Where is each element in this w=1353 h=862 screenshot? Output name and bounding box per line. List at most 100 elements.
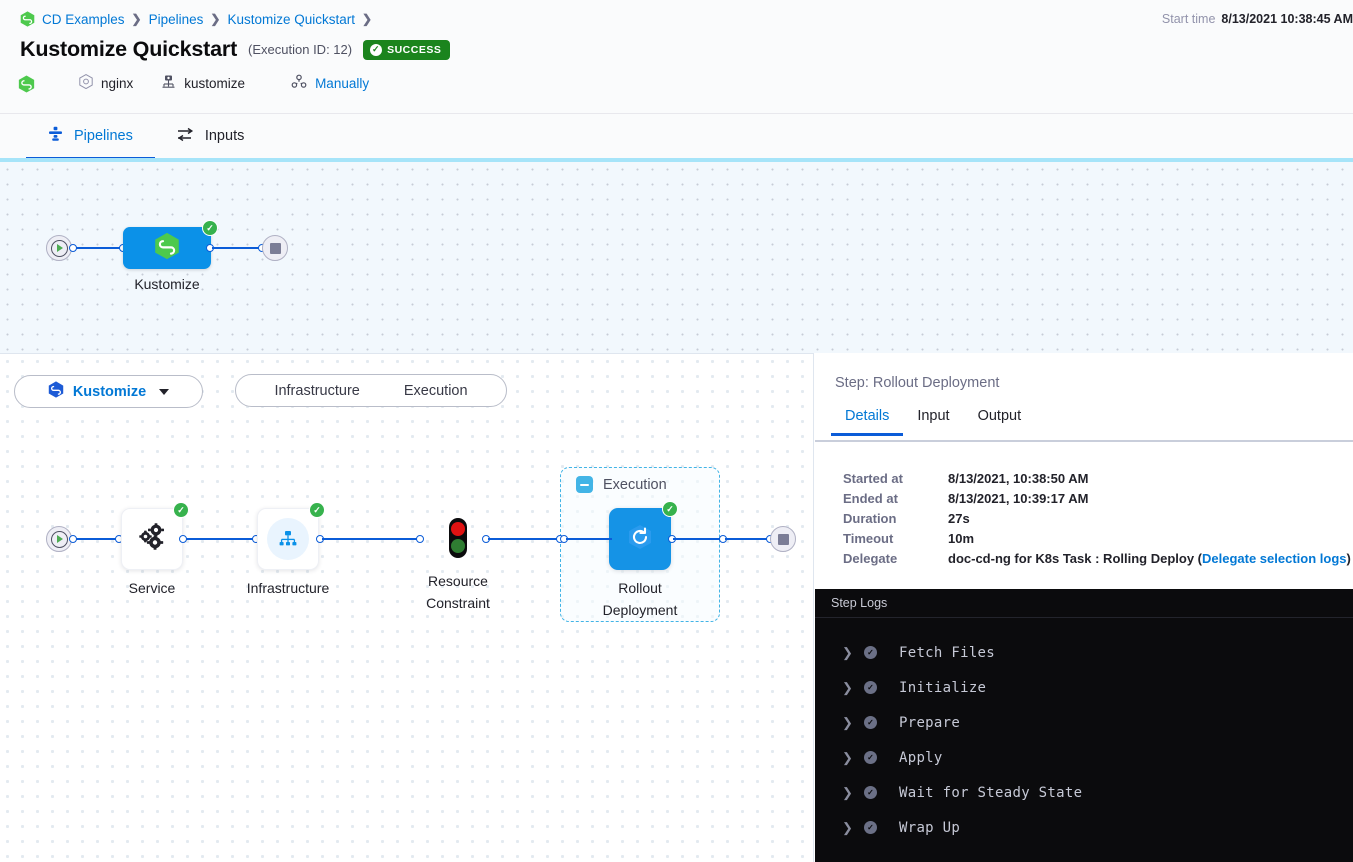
step-node-service[interactable]: ✓ [121, 502, 189, 570]
edge [322, 538, 419, 540]
edge [673, 538, 723, 540]
tab-input[interactable]: Input [917, 408, 950, 424]
status-success-icon: ✓ [173, 502, 189, 518]
chevron-right-icon: ❯ [362, 12, 373, 26]
execution-id: (Execution ID: 12) [248, 42, 353, 57]
step-details-tabs: Details Input Output [831, 408, 1035, 436]
end-node[interactable] [262, 235, 288, 261]
step-logs-list: ❯ ✓ Fetch Files ❯ ✓ Initialize ❯ ✓ Prepa… [815, 618, 1353, 845]
step-details-panel: Step: Rollout Deployment Details Input O… [815, 354, 1353, 589]
infrastructure-meta: kustomize [161, 74, 245, 92]
log-row[interactable]: ❯ ✓ Fetch Files [815, 635, 1353, 670]
artifact-name: nginx [101, 75, 134, 91]
status-success-icon: ✓ [864, 786, 877, 799]
pipeline-icon [48, 126, 63, 146]
stage-section-toggle[interactable]: Infrastructure Execution [235, 374, 507, 407]
execution-group-title: Execution [603, 476, 667, 493]
main-tabs: Pipelines Inputs [0, 114, 1353, 160]
infrastructure-name: kustomize [184, 75, 246, 91]
page-title: Kustomize Quickstart [20, 37, 238, 61]
tab-pipelines-label: Pipelines [74, 128, 133, 144]
chevron-right-icon[interactable]: ❯ [842, 819, 853, 835]
delegate-selection-logs-link[interactable]: Delegate selection logs [1202, 551, 1347, 566]
field-value: 8/13/2021, 10:39:17 AM [948, 491, 1089, 506]
tab-output[interactable]: Output [977, 408, 1022, 424]
segment-execution[interactable]: Execution [403, 382, 468, 399]
breadcrumb-item-cd-examples[interactable]: CD Examples [42, 11, 125, 27]
log-row[interactable]: ❯ ✓ Prepare [815, 705, 1353, 740]
start-node[interactable] [46, 526, 72, 552]
field-value: doc-cd-ng for K8s Task : Rolling Deploy … [948, 551, 1202, 566]
log-row-label: Wrap Up [899, 819, 961, 836]
status-success-icon: ✓ [864, 751, 877, 764]
trigger-name[interactable]: Manually [315, 75, 370, 91]
field-started-at: Started at 8/13/2021, 10:38:50 AM [843, 469, 1353, 489]
pipeline-stage-label: Kustomize [134, 276, 200, 292]
play-icon [57, 244, 63, 252]
trigger-meta[interactable]: Manually [291, 74, 369, 92]
stage-selector-label: Kustomize [72, 383, 147, 400]
execution-canvas[interactable]: Execution [0, 353, 814, 862]
chevron-right-icon[interactable]: ❯ [842, 784, 853, 800]
log-row[interactable]: ❯ ✓ Wait for Steady State [815, 775, 1353, 810]
step-node-resource-constraint[interactable] [445, 516, 471, 567]
field-timeout: Timeout 10m [843, 529, 1353, 549]
chevron-down-icon[interactable] [159, 388, 170, 395]
status-badge-label: SUCCESS [387, 43, 442, 56]
field-value: 10m [948, 531, 975, 546]
log-row-label: Fetch Files [899, 644, 996, 661]
field-delegate: Delegate doc-cd-ng for K8s Task : Rollin… [843, 549, 1353, 569]
collapse-minus-icon[interactable] [576, 476, 593, 493]
end-node[interactable] [770, 526, 796, 552]
title-row: Kustomize Quickstart (Execution ID: 12) … [20, 37, 451, 62]
step-logs-title: Step Logs [815, 589, 1353, 618]
breadcrumb-item-kustomize-quickstart[interactable]: Kustomize Quickstart [227, 11, 355, 27]
field-value-tail: ) [1346, 551, 1351, 566]
service-gears-icon [136, 522, 168, 557]
status-success-icon: ✓ [864, 716, 877, 729]
pipeline-canvas[interactable]: ✓ Kustomize [0, 158, 1353, 353]
field-key: Timeout [843, 531, 894, 546]
chevron-right-icon[interactable]: ❯ [842, 714, 853, 730]
step-details-fields: Started at 8/13/2021, 10:38:50 AM Ended … [843, 469, 1353, 569]
tab-details[interactable]: Details [831, 408, 904, 436]
log-row[interactable]: ❯ ✓ Initialize [815, 670, 1353, 705]
log-row-label: Initialize [899, 679, 987, 696]
status-success-icon: ✓ [309, 502, 325, 518]
status-success-icon: ✓ [662, 501, 678, 517]
chevron-right-icon[interactable]: ❯ [842, 749, 853, 765]
edge [566, 538, 612, 540]
edge-start-to-stage [76, 247, 124, 249]
stage-selector-kustomize[interactable]: Kustomize [14, 375, 203, 408]
log-row-label: Apply [899, 749, 943, 766]
tabs-divider [815, 440, 1353, 442]
traffic-light-icon [445, 518, 471, 566]
field-duration: Duration 27s [843, 509, 1353, 529]
chevron-right-icon[interactable]: ❯ [842, 644, 853, 660]
field-ended-at: Ended at 8/13/2021, 10:39:17 AM [843, 489, 1353, 509]
edge-stage-to-end [212, 247, 262, 249]
pipeline-stage-kustomize[interactable]: ✓ [123, 220, 218, 269]
segment-infrastructure[interactable]: Infrastructure [274, 382, 360, 399]
chevron-right-icon[interactable]: ❯ [842, 679, 853, 695]
stop-icon [269, 242, 281, 254]
field-value: 27s [948, 511, 970, 526]
step-node-infrastructure[interactable]: ✓ [257, 502, 325, 570]
step-label-service: Service [128, 580, 176, 596]
harness-hexagon-icon [18, 75, 35, 93]
breadcrumb: CD Examples ❯ Pipelines ❯ Kustomize Quic… [20, 11, 372, 27]
inputs-icon [177, 127, 194, 146]
play-icon [57, 535, 63, 543]
log-row[interactable]: ❯ ✓ Wrap Up [815, 810, 1353, 845]
tab-pipelines[interactable]: Pipelines [26, 114, 155, 160]
log-row-label: Wait for Steady State [899, 784, 1083, 801]
field-value: 8/13/2021, 10:38:50 AM [948, 471, 1089, 486]
log-row[interactable]: ❯ ✓ Apply [815, 740, 1353, 775]
step-node-rollout-deployment[interactable]: ✓ [609, 501, 678, 570]
page-header: CD Examples ❯ Pipelines ❯ Kustomize Quic… [0, 0, 1353, 114]
step-label-infrastructure: Infrastructure [246, 580, 330, 596]
tab-inputs-label: Inputs [204, 128, 245, 144]
breadcrumb-item-pipelines[interactable]: Pipelines [148, 11, 204, 27]
chevron-right-icon: ❯ [131, 12, 142, 26]
tab-inputs[interactable]: Inputs [155, 114, 267, 158]
